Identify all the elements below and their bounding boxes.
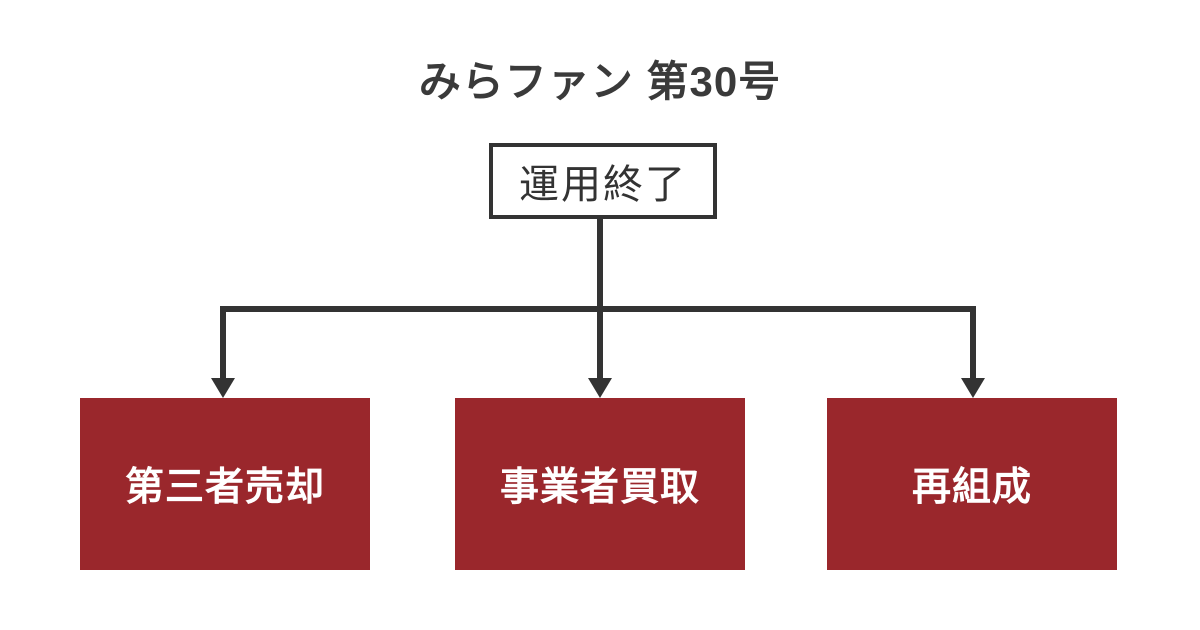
arrow-down-icon bbox=[961, 378, 985, 398]
connector-drop-line-right bbox=[970, 306, 976, 380]
connector-stem-line bbox=[597, 219, 603, 308]
diagram-title: みらファン 第30号 bbox=[418, 58, 782, 105]
end-of-operation-box: 運用終了 bbox=[489, 143, 717, 219]
outcome-box-refinancing: 再組成 bbox=[827, 398, 1117, 570]
outcome-label: 第三者売却 bbox=[124, 466, 325, 509]
outcome-label: 事業者買取 bbox=[499, 466, 700, 509]
outcome-box-third-party-sale: 第三者売却 bbox=[80, 398, 370, 570]
arrow-down-icon bbox=[211, 378, 235, 398]
outcome-label: 再組成 bbox=[911, 466, 1032, 509]
outcome-box-operator-buyback: 事業者買取 bbox=[455, 398, 745, 570]
arrow-down-icon bbox=[588, 378, 612, 398]
end-of-operation-label: 運用終了 bbox=[519, 163, 687, 207]
connector-drop-line-center bbox=[597, 306, 603, 380]
connector-drop-line-left bbox=[220, 306, 226, 380]
